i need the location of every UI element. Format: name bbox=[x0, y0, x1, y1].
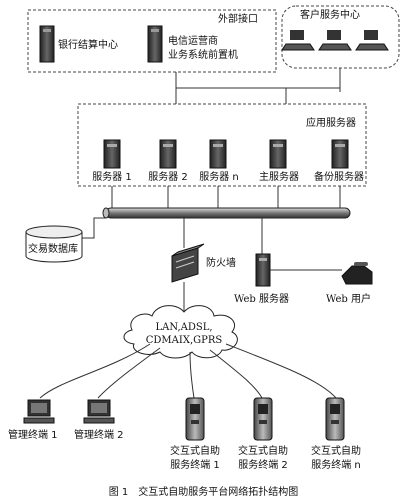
figure-caption: 图 1 交互式自助服务平台网络拓扑结构图 bbox=[108, 487, 299, 498]
telecom-label-line1: 电信运营商 bbox=[168, 36, 218, 47]
management-terminal-1-icon bbox=[23, 399, 55, 424]
kiosk-n-icon bbox=[325, 397, 345, 441]
network-cloud bbox=[123, 305, 238, 359]
main-server-icon bbox=[269, 139, 287, 169]
server-n-icon bbox=[209, 139, 227, 169]
telecom-label-line2: 业务系统前置机 bbox=[168, 50, 238, 61]
backup-server-label: 备份服务器 bbox=[314, 172, 364, 183]
server-2-label: 服务器 2 bbox=[148, 172, 188, 183]
bank-label: 银行结算中心 bbox=[58, 40, 118, 51]
web-server-label: Web 服务器 bbox=[234, 294, 289, 305]
main-server-label: 主服务器 bbox=[259, 172, 299, 183]
kiosk-2-label-line2: 服务终端 2 bbox=[238, 460, 288, 471]
web-user-phone-icon bbox=[341, 262, 373, 285]
firewall-label: 防火墙 bbox=[206, 258, 236, 269]
management-terminal-2-icon bbox=[83, 399, 115, 424]
server-n-label: 服务器 n bbox=[199, 172, 239, 183]
telecom-server-icon bbox=[147, 25, 163, 63]
kiosk-2-label-line1: 交互式自助 bbox=[238, 446, 288, 457]
network-bus bbox=[102, 207, 351, 219]
database-label: 交易数据库 bbox=[28, 244, 78, 255]
kiosk-2-icon bbox=[253, 397, 273, 441]
backup-server-icon bbox=[331, 139, 349, 169]
network-label-line1: LAN,ADSL, bbox=[155, 322, 213, 333]
server-1-icon bbox=[103, 139, 121, 169]
bank-server-icon bbox=[39, 25, 55, 63]
management-terminal-2-label: 管理终端 2 bbox=[74, 430, 124, 441]
kiosk-1-icon bbox=[185, 397, 205, 441]
kiosk-1-label-line2: 服务终端 1 bbox=[170, 460, 220, 471]
web-user-label: Web 用户 bbox=[326, 294, 371, 305]
customer-center-label: 客户服务中心 bbox=[300, 10, 360, 21]
app-server-title: 应用服务器 bbox=[306, 118, 356, 129]
kiosk-n-label-line2: 服务终端 n bbox=[311, 460, 361, 471]
server-1-label: 服务器 1 bbox=[92, 172, 132, 183]
kiosk-1-label-line1: 交互式自助 bbox=[170, 446, 220, 457]
web-server-icon bbox=[255, 253, 271, 287]
firewall-icon bbox=[171, 243, 205, 283]
kiosk-n-label-line1: 交互式自助 bbox=[311, 446, 361, 457]
server-2-icon bbox=[159, 139, 177, 169]
external-interface-title: 外部接口 bbox=[218, 14, 258, 25]
management-terminal-1-label: 管理终端 1 bbox=[8, 430, 58, 441]
customer-workstation-icon bbox=[281, 30, 389, 51]
network-label-line2: CDMAIX,GPRS bbox=[145, 335, 223, 346]
database-icon bbox=[25, 225, 83, 263]
